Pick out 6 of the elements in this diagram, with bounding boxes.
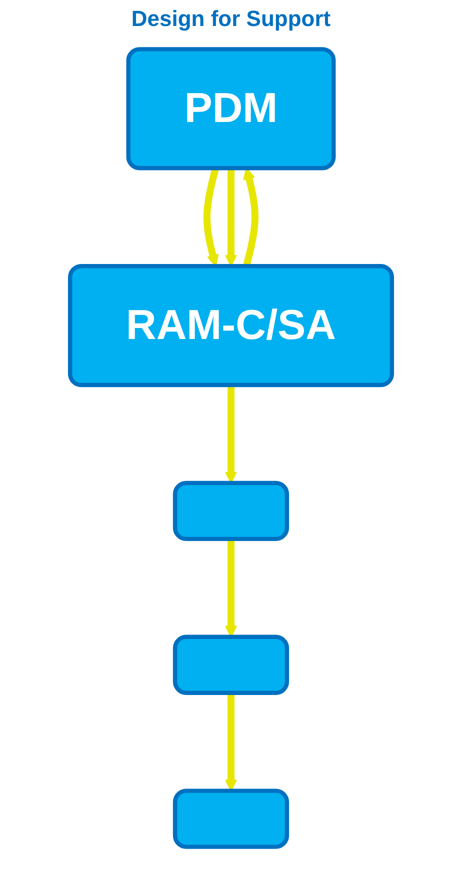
node-box: PDM — [126, 47, 336, 170]
node-box — [172, 634, 290, 695]
node-box — [172, 480, 290, 542]
node-box — [172, 788, 290, 849]
heading-text: Design for Support — [131, 6, 331, 32]
node-box: RAM-C/SA — [68, 264, 394, 388]
